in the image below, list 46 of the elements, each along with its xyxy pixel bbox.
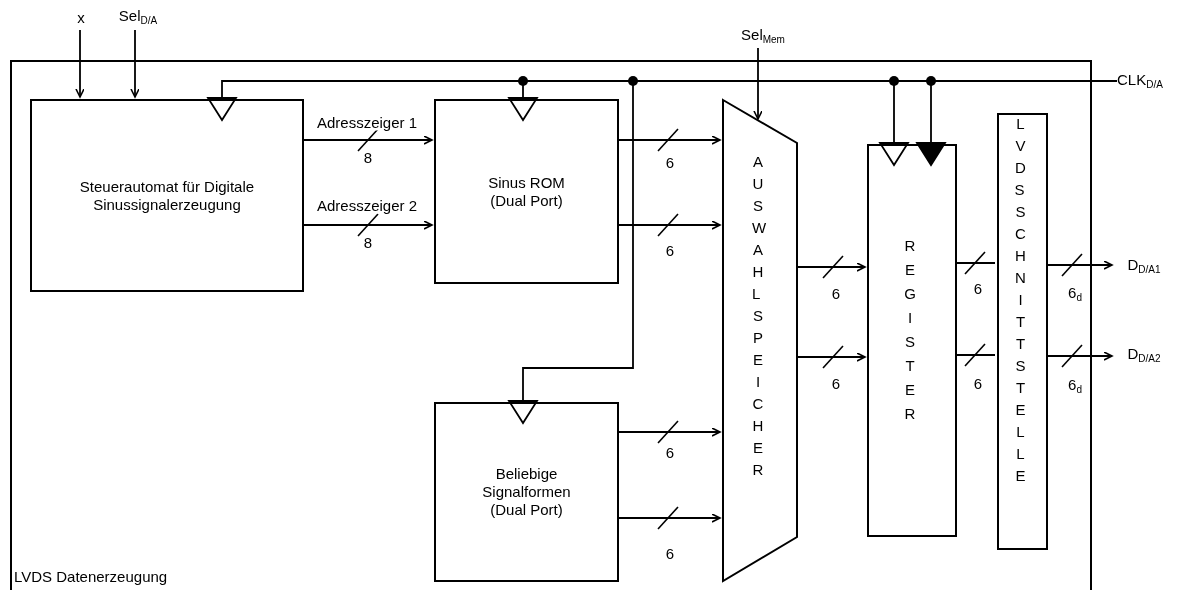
signal-label: Sel$_{D/A}$ [116, 6, 160, 30]
connector-line [954, 354, 996, 356]
block-box [867, 144, 957, 537]
signal-label: CLK$_{D/A}$ [1117, 70, 1181, 94]
bus-width-label: 8 [362, 233, 374, 251]
bus-width-label: 8 [362, 148, 374, 166]
bus-width-label: 6 [664, 544, 676, 562]
arrow [75, 29, 85, 98]
arrow [1045, 351, 1113, 361]
signal-label: D$_{D/A1}$ [1112, 255, 1176, 279]
vertical-block-label: REGISTER [904, 236, 916, 424]
block-box [997, 113, 1048, 550]
vertical-block-label: LVDS SCHNITTSTELLE [1014, 114, 1027, 486]
block-label: Beliebige Signalformen (Dual Port) [481, 465, 572, 519]
arrow [795, 352, 866, 362]
bus-width-label: 6 [830, 374, 842, 392]
signal-label: x [72, 6, 90, 30]
bus-width-label: 6$_{d}$ [1067, 283, 1083, 303]
bus-width-label: 6 [664, 241, 676, 259]
arrow [616, 513, 721, 523]
signal-label: Sel$_{Mem}$ [736, 26, 790, 48]
arrow [616, 135, 721, 145]
block-box [434, 99, 619, 284]
vertical-block-label: AUSWAHL SPEICHER [752, 152, 764, 480]
arrow [301, 135, 433, 145]
arrow [616, 220, 721, 230]
arrow [616, 427, 721, 437]
arrow [1045, 260, 1113, 270]
bus-width-label: 6 [972, 279, 984, 297]
bus-width-label: 6 [664, 153, 676, 171]
arrow [753, 47, 763, 120]
multiplexer-block [722, 99, 798, 582]
arrow [795, 262, 866, 272]
bus-width-label: 6 [972, 374, 984, 392]
arrow [301, 220, 433, 230]
signal-label: D$_{D/A2}$ [1112, 344, 1176, 368]
arrow [130, 29, 140, 98]
connector-line [954, 262, 996, 264]
bus-width-label: 6 [830, 284, 842, 302]
block-label: Sinus ROM (Dual Port) [487, 173, 566, 210]
block-box [30, 99, 304, 292]
block-box [434, 402, 619, 582]
bus-width-label: 6 [664, 443, 676, 461]
system-label: LVDS Datenerzeugung [14, 568, 168, 586]
bus-width-label: 6$_{d}$ [1067, 375, 1083, 395]
block-label: Steuerautomat für Digitale Sinussignalerzeugung [78, 177, 256, 214]
